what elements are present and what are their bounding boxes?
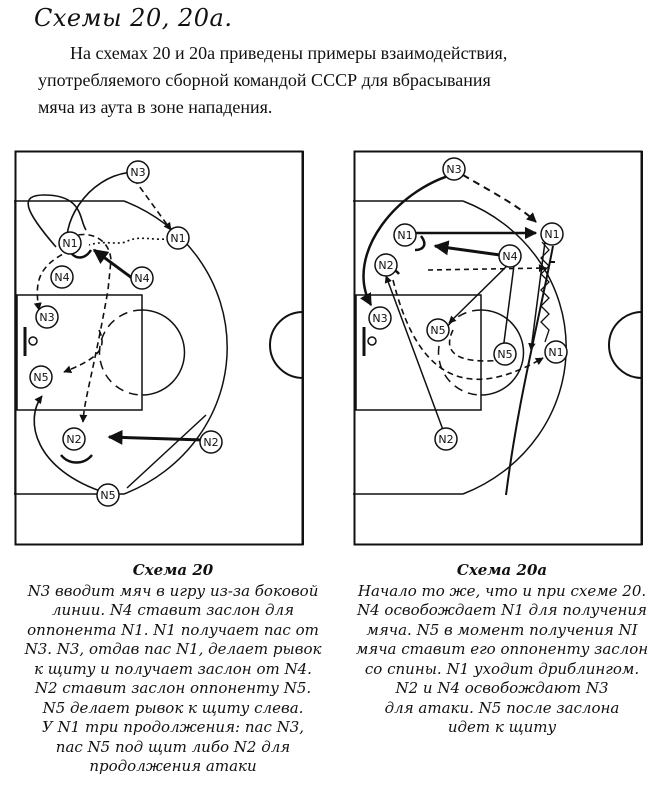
intro-line: На схемах 20 и 20а приведены примеры вза…	[70, 43, 508, 63]
player-label: N3	[39, 311, 54, 324]
player-marker: N5	[96, 483, 120, 507]
caption-line: оппонента N1. N1 получает пас от	[27, 620, 319, 639]
caption-line: идет к щиту	[447, 718, 557, 736]
player-circle	[35, 305, 59, 329]
player-marker: N2	[199, 430, 223, 454]
player-circle	[540, 222, 564, 246]
caption-line: со спины. N1 уходит дриблингом.	[364, 659, 640, 678]
movement-paths	[360, 170, 555, 496]
player-circle	[426, 318, 450, 342]
player-marker: N3	[35, 305, 59, 329]
player-circle	[50, 265, 74, 289]
caption-diagram-20: Схема 20 N3 вводит мяч в игру из-за боко…	[14, 561, 332, 777]
player-label: N5	[100, 489, 115, 502]
player-label: N1	[548, 346, 563, 359]
player-marker: N1	[166, 226, 190, 250]
player-circle	[29, 365, 53, 389]
player-label: N2	[66, 433, 81, 446]
player-circle	[62, 427, 86, 451]
player-marker: N1	[544, 340, 568, 364]
player-circle	[493, 342, 517, 366]
movement-paths	[27, 171, 207, 494]
player-circle	[130, 266, 154, 290]
player-marker: N4	[50, 265, 74, 289]
player-label: N5	[497, 348, 512, 361]
player-label: N1	[62, 237, 77, 250]
caption-line: мяча. N5 в момент получения NI	[366, 620, 638, 639]
player-circle	[368, 306, 392, 330]
intro-line: употребляемого сборной командой СССР для…	[38, 70, 491, 90]
player-label: N2	[438, 433, 453, 446]
caption-line: Начало то же, что и при схеме 20.	[357, 581, 647, 600]
player-marker: N1	[393, 223, 417, 247]
player-label: N1	[544, 228, 559, 241]
player-circle	[58, 231, 82, 255]
caption-line: для атаки. N5 после заслона	[384, 698, 620, 717]
player-marker: N2	[374, 253, 398, 277]
player-label: N3	[446, 163, 461, 176]
player-marker: N5	[426, 318, 450, 342]
player-label: N5	[430, 324, 445, 337]
caption-line: к щиту и получает заслон от N4.	[34, 659, 312, 678]
player-label: N4	[134, 272, 149, 285]
player-label: N4	[54, 271, 69, 284]
section-heading: Схемы 20, 20а.	[34, 4, 233, 32]
player-marker: N5	[493, 342, 517, 366]
player-label: N4	[502, 250, 517, 263]
player-marker: N4	[130, 266, 154, 290]
player-label: N2	[378, 259, 393, 272]
caption-line: N4 освобождает N1 для получения	[356, 601, 647, 619]
player-label: N1	[170, 232, 185, 245]
player-circle	[374, 253, 398, 277]
player-marker: N2	[434, 427, 458, 451]
court-lines	[14, 150, 304, 546]
caption-line: продолжения атаки	[89, 757, 257, 775]
player-circle	[544, 340, 568, 364]
player-label: N5	[33, 371, 48, 384]
caption-line: У N1 три продолжения: пас N3,	[41, 718, 305, 736]
player-circle	[442, 157, 466, 181]
intro-line: мяча из аута в зоне нападения.	[38, 97, 273, 117]
caption-diagram-20a: Схема 20а Начало то же, что и при схеме …	[343, 561, 660, 738]
player-circle	[166, 226, 190, 250]
caption-line: N5 делает рывок к щиту слева.	[42, 698, 304, 717]
player-circle	[434, 427, 458, 451]
caption-line: N3 вводит мяч в игру из-за боковой	[27, 581, 319, 600]
player-marker: N3	[368, 306, 392, 330]
intro-paragraph: На схемах 20 и 20а приведены примеры вза…	[38, 40, 628, 121]
player-circle	[96, 483, 120, 507]
caption-line: мяча ставит его оппоненту заслон	[355, 640, 649, 658]
caption-line: N3. N3, отдав пас N1, делает рывок	[24, 640, 322, 658]
player-label: N2	[203, 436, 218, 449]
player-marker: N4	[498, 244, 522, 268]
caption-line: линии. N4 ставит заслон для	[51, 601, 295, 619]
player-label: N1	[397, 229, 412, 242]
caption-title: Схема 20	[132, 561, 214, 579]
player-marker: N1	[58, 231, 82, 255]
caption-title: Схема 20а	[456, 561, 548, 579]
player-circle	[393, 223, 417, 247]
player-label: N3	[130, 166, 145, 179]
player-marker: N3	[126, 160, 150, 184]
player-marker: N2	[62, 427, 86, 451]
player-marker: N5	[29, 365, 53, 389]
player-circle	[199, 430, 223, 454]
player-circle	[498, 244, 522, 268]
caption-line: пас N5 под щит либо N2 для	[55, 737, 291, 756]
court-lines	[353, 150, 643, 546]
caption-line: N2 и N4 освобождают N3	[395, 679, 609, 697]
player-circle	[126, 160, 150, 184]
player-marker: N1	[540, 222, 564, 246]
player-label: N3	[372, 312, 387, 325]
player-marker: N3	[442, 157, 466, 181]
caption-line: N2 ставит заслон оппоненту N5.	[34, 679, 312, 697]
